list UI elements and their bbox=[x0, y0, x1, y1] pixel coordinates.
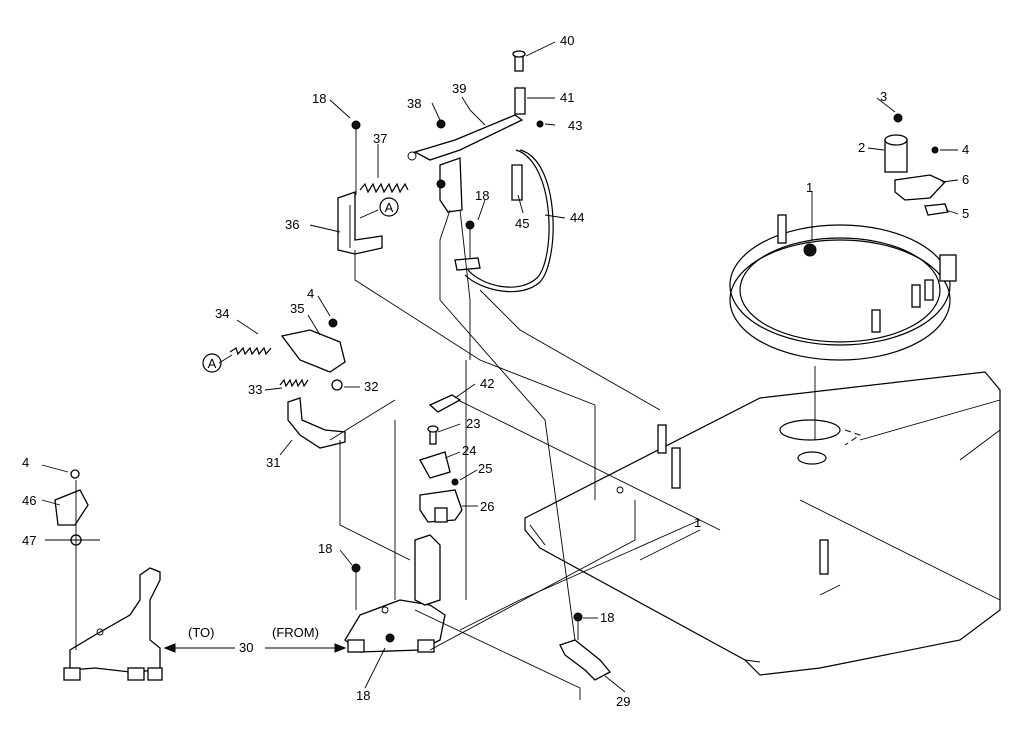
callout-6: 6 bbox=[962, 172, 969, 187]
callout-36: 36 bbox=[285, 217, 299, 232]
callout-4-mid: 4 bbox=[307, 286, 314, 301]
callout-31: 31 bbox=[266, 455, 280, 470]
spring-33 bbox=[279, 378, 309, 388]
lever-39 bbox=[413, 114, 524, 213]
screw-18-mid bbox=[465, 220, 475, 258]
callout-33: 33 bbox=[248, 382, 262, 397]
callout-30: 30 bbox=[239, 640, 253, 655]
callout-4-left: 4 bbox=[22, 455, 29, 470]
marker-a-upper-label: A bbox=[385, 200, 394, 215]
washer-32 bbox=[331, 379, 343, 391]
callout-32: 32 bbox=[364, 379, 378, 394]
callout-45: 45 bbox=[515, 216, 529, 231]
callout-23: 23 bbox=[466, 416, 480, 431]
callout-34: 34 bbox=[215, 306, 229, 321]
gear-block-26 bbox=[419, 489, 463, 523]
bracket-46 bbox=[54, 469, 89, 526]
screw-18-top bbox=[351, 120, 361, 195]
cylinder-2 bbox=[884, 134, 908, 173]
bracket-31 bbox=[287, 397, 346, 449]
bracket-36 bbox=[337, 191, 383, 255]
chassis-plate bbox=[524, 371, 1001, 676]
pin-41 bbox=[514, 87, 526, 115]
screw-18-left bbox=[351, 563, 361, 610]
central-bracket bbox=[344, 534, 446, 653]
callout-42: 42 bbox=[480, 376, 494, 391]
washer-25 bbox=[451, 478, 459, 486]
arm-6 bbox=[894, 174, 947, 201]
pin-b bbox=[671, 447, 681, 489]
screw-18-right bbox=[573, 612, 583, 640]
callout-18-left: 18 bbox=[318, 541, 332, 556]
callout-38: 38 bbox=[407, 96, 421, 111]
callout-29: 29 bbox=[616, 694, 630, 709]
screw-23 bbox=[427, 425, 439, 445]
callout-18-mid: 18 bbox=[475, 188, 489, 203]
screw-18-bottom bbox=[385, 633, 395, 643]
callout-leaders bbox=[41, 41, 959, 693]
callout-40: 40 bbox=[560, 33, 574, 48]
cable-44 bbox=[454, 149, 554, 293]
spring-37 bbox=[359, 151, 417, 194]
screw-40 bbox=[512, 50, 526, 72]
clip-5 bbox=[924, 203, 949, 216]
callout-24: 24 bbox=[462, 443, 476, 458]
callout-43: 43 bbox=[568, 118, 582, 133]
callout-44: 44 bbox=[570, 210, 584, 225]
callout-26: 26 bbox=[480, 499, 494, 514]
clip-24 bbox=[419, 451, 451, 479]
callout-3: 3 bbox=[880, 89, 887, 104]
callout-18-top: 18 bbox=[312, 91, 326, 106]
bracket-29 bbox=[559, 639, 612, 681]
callout-2: 2 bbox=[858, 140, 865, 155]
pin-a bbox=[657, 424, 667, 454]
callout-35: 35 bbox=[290, 301, 304, 316]
lever-35 bbox=[280, 318, 346, 373]
reference-marker-a-upper: A bbox=[379, 197, 399, 217]
callout-5: 5 bbox=[962, 206, 969, 221]
left-bracket bbox=[63, 567, 163, 681]
callout-18-right: 18 bbox=[600, 610, 614, 625]
cover-42 bbox=[428, 394, 462, 413]
callout-41: 41 bbox=[560, 90, 574, 105]
to-from-line bbox=[163, 643, 347, 653]
label-to: (TO) bbox=[188, 625, 214, 640]
pin-c bbox=[819, 539, 829, 575]
nut-43 bbox=[536, 120, 544, 128]
marker-a-left-label: A bbox=[208, 356, 217, 371]
label-from: (FROM) bbox=[272, 625, 319, 640]
reference-marker-a-left: A bbox=[202, 353, 222, 373]
callout-1-plate: 1 bbox=[694, 515, 701, 530]
callout-4-right: 4 bbox=[962, 142, 969, 157]
callout-1-ring: 1 bbox=[806, 180, 813, 195]
callout-47: 47 bbox=[22, 533, 36, 548]
spring-34 bbox=[229, 346, 272, 356]
washer-4-right bbox=[931, 146, 939, 154]
assembly-lines bbox=[75, 209, 721, 700]
screw-3 bbox=[893, 113, 903, 123]
callout-37: 37 bbox=[373, 131, 387, 146]
callout-labels: 40 41 39 38 18 37 43 36 18 45 44 34 35 4… bbox=[22, 33, 969, 709]
callout-46: 46 bbox=[22, 493, 36, 508]
callout-25: 25 bbox=[478, 461, 492, 476]
callout-18-bottom: 18 bbox=[356, 688, 370, 703]
callout-39: 39 bbox=[452, 81, 466, 96]
ring-part bbox=[729, 214, 957, 361]
